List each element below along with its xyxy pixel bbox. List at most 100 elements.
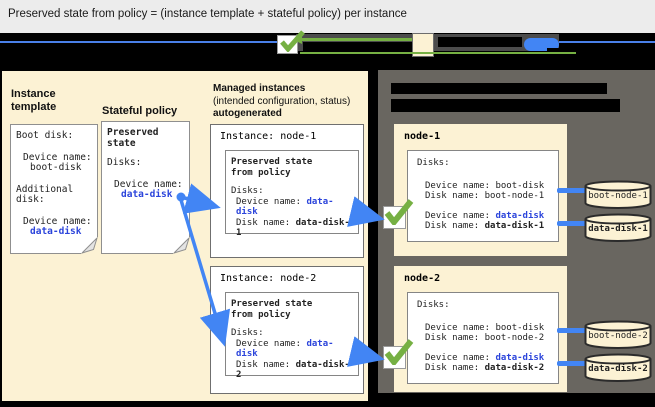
managed-instances-heading-line1: Managed instances <box>213 83 306 94</box>
cylinder-icon <box>584 180 652 209</box>
device-name-value: data-disk <box>236 196 334 218</box>
disks-heading: Disks: <box>417 300 450 310</box>
cloud-panel-redacted-heading-2 <box>391 99 620 112</box>
managed-instances-heading-line2: (intended configuration, status) <box>213 95 351 107</box>
disk-name-label: Disk name: <box>425 333 480 343</box>
stateful-policy-label: Stateful policy <box>102 105 178 117</box>
attached-check-icon-node-1 <box>384 199 414 225</box>
data-disk-row: Disk name: data-disk-2 <box>417 363 556 374</box>
disk-label: boot-node-2 <box>588 331 648 341</box>
boot-device-row: Device name: boot-disk <box>417 323 556 334</box>
instance-title: Instance: node-2 <box>220 273 317 284</box>
disk-cylinder-boot-node-2: boot-node-2 <box>584 320 652 350</box>
cylinder-icon <box>584 353 652 382</box>
managed-instance-node-2: Instance: node-2 Preserved state from po… <box>210 266 364 394</box>
node-title: node-2 <box>404 273 441 284</box>
data-device-row: Device name: data-disk <box>417 353 556 364</box>
device-name-label: Device name: <box>23 215 92 227</box>
device-name-row: Device name: data-disk <box>231 339 355 360</box>
device-name-value: data-disk <box>495 352 545 363</box>
instance-title: Instance: node-1 <box>220 131 317 142</box>
disk-name-value: data-disk-1 <box>236 217 350 239</box>
device-name-value: data-disk <box>236 338 334 360</box>
disk-cylinder-data-disk-1: data-disk-1 <box>584 213 652 243</box>
preserved-state-heading: Preserved state <box>107 127 159 149</box>
legend-beige-swatch <box>412 33 434 57</box>
device-name-label: Device name: <box>236 196 302 207</box>
disk-name-label: Disk name: <box>236 359 291 370</box>
page-fold-icon <box>81 237 98 254</box>
disk-name-value: boot-node-1 <box>484 191 545 201</box>
disk-cylinder-boot-node-1: boot-node-1 <box>584 180 652 210</box>
legend-check-box <box>277 35 298 54</box>
managed-instances-heading-line3: autogenerated <box>213 108 282 119</box>
legend-green-arrow-line <box>296 38 420 41</box>
disk-name-value: data-disk-2 <box>484 363 545 373</box>
disk-name-label: Disk name: <box>425 363 480 373</box>
device-name-label: Device name: <box>425 322 491 333</box>
data-disk-row: Disk name: data-disk-1 <box>417 221 556 232</box>
device-name-value: boot-disk <box>495 322 545 333</box>
device-name-value: data-disk <box>30 226 82 237</box>
disk-name-value: boot-node-2 <box>484 333 545 343</box>
legend-green-line <box>300 52 576 54</box>
legend-redacted-label-4 <box>547 48 640 60</box>
connector-boot-node-2 <box>557 328 589 333</box>
boot-disk-row: Disk name: boot-node-1 <box>417 191 556 202</box>
preserved-state-box: Preserved state from policy Disks: Devic… <box>225 292 359 380</box>
managed-instances-heading: Managed instances (intended configuratio… <box>213 83 369 121</box>
config-panel: Instance template Boot disk: Device name… <box>2 71 368 401</box>
node-title: node-1 <box>404 131 441 142</box>
device-name-value: data-disk <box>495 210 545 221</box>
connector-boot-node-1 <box>557 188 589 193</box>
device-name-label: Device name: <box>425 180 491 191</box>
boot-device-row: Device name: boot-disk <box>417 181 556 192</box>
device-name-label: Device name: <box>425 352 491 363</box>
legend-redacted-label-3 <box>562 33 640 41</box>
vm-node-1: node-1 Disks: Device name: boot-disk Dis… <box>394 124 567 256</box>
disk-cylinder-data-disk-2: data-disk-2 <box>584 353 652 383</box>
cloud-panel-redacted-heading-1 <box>391 83 607 94</box>
device-name-value: data-disk <box>121 189 173 200</box>
instance-template-doc: Boot disk: Device name: boot-disk Additi… <box>10 124 98 254</box>
preserved-heading-line2: from policy <box>231 309 291 320</box>
data-device-row: Device name: data-disk <box>417 211 556 222</box>
preserved-state-box: Preserved state from policy Disks: Devic… <box>225 150 359 238</box>
disks-heading: Disks: <box>107 157 142 168</box>
disk-name-row: Disk name: data-disk-1 <box>231 218 355 239</box>
preserved-heading-line1: Preserved state <box>231 157 313 167</box>
attached-check-icon-node-2 <box>384 339 414 365</box>
title-bar: Preserved state from policy = (instance … <box>0 0 655 33</box>
device-name-value: boot-disk <box>495 180 545 191</box>
legend-blue-pill <box>524 38 559 51</box>
disk-label: data-disk-1 <box>588 224 648 234</box>
boot-disk-heading: Boot disk: <box>16 130 74 141</box>
legend-check-icon <box>280 30 305 52</box>
device-name-label: Device name: <box>23 151 92 163</box>
disk-name-label: Disk name: <box>236 217 291 228</box>
connector-data-disk-1 <box>557 221 589 226</box>
disk-label: boot-node-1 <box>588 191 648 201</box>
instance-template-label: Instance template <box>11 88 57 113</box>
connector-data-disk-2 <box>557 361 589 366</box>
additional-disk-heading: Additional disk: <box>16 183 74 205</box>
device-name-label: Device name: <box>236 338 302 349</box>
device-name-value: boot-disk <box>30 162 82 173</box>
disks-heading: Disks: <box>231 186 264 196</box>
cylinder-icon <box>584 320 652 349</box>
preserved-heading-line1: Preserved state <box>231 299 313 309</box>
disk-name-value: data-disk-2 <box>236 359 350 381</box>
preserved-heading-line2: from policy <box>231 167 291 178</box>
disk-name-label: Disk name: <box>425 221 480 231</box>
node-disks-box: Disks: Device name: boot-disk Disk name:… <box>407 292 559 384</box>
disk-name-label: Disk name: <box>425 191 480 201</box>
node-disks-box: Disks: Device name: boot-disk Disk name:… <box>407 150 559 242</box>
legend-redacted-label-2 <box>438 37 522 47</box>
device-name-label: Device name: <box>425 210 491 221</box>
stateful-policy-doc: Preserved state Disks: Device name: data… <box>101 121 190 254</box>
vm-node-2: node-2 Disks: Device name: boot-disk Dis… <box>394 266 567 392</box>
disk-name-value: data-disk-1 <box>484 221 545 231</box>
device-name-label: Device name: <box>114 178 183 190</box>
disk-name-row: Disk name: data-disk-2 <box>231 360 355 381</box>
